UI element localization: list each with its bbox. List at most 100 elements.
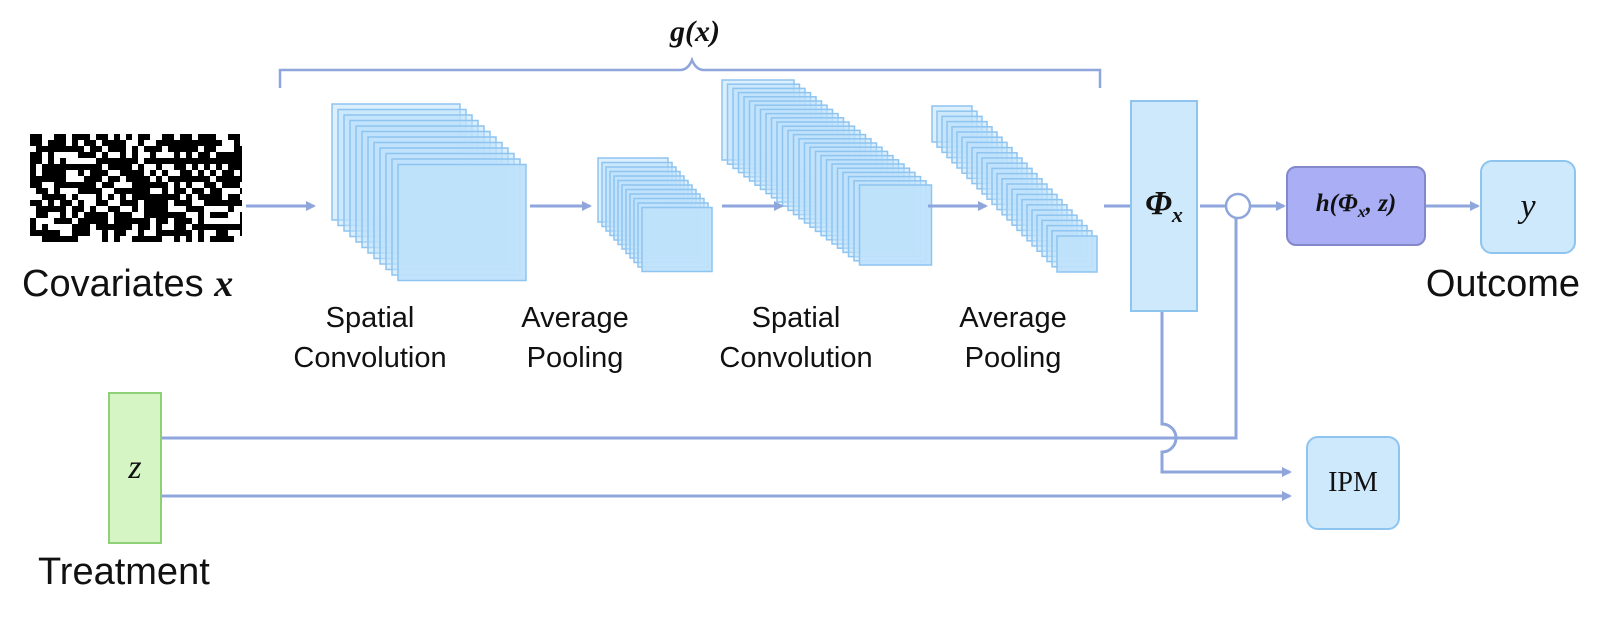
covariates-pixel: [192, 170, 198, 176]
covariates-pixel: [54, 224, 60, 230]
covariates-pixel: [228, 218, 234, 224]
covariates-pixel: [240, 134, 246, 140]
covariates-pixel: [30, 194, 36, 200]
covariates-pixel: [90, 194, 96, 200]
covariates-pixel: [144, 164, 150, 170]
covariates-pixel: [36, 236, 42, 242]
covariates-pixel: [84, 170, 90, 176]
covariates-pixel: [192, 236, 198, 242]
h-text: h(Φ: [1315, 190, 1358, 217]
outcome-y-box: y: [1480, 160, 1576, 254]
covariates-pixel: [84, 206, 90, 212]
covariates-pixel: [108, 200, 114, 206]
covariates-pixel: [78, 140, 84, 146]
covariates-pixel: [120, 134, 126, 140]
covariates-pixel: [66, 188, 72, 194]
edge-z-to-merge: [162, 218, 1238, 440]
covariates-pixel: [42, 158, 48, 164]
covariates-pixel: [192, 152, 198, 158]
covariates-pixel: [240, 236, 246, 242]
covariates-pixel: [180, 206, 186, 212]
covariates-pixel: [180, 152, 186, 158]
covariates-pixel: [192, 200, 198, 206]
covariates-pixel: [126, 182, 132, 188]
covariates-pixel: [132, 224, 138, 230]
covariates-pixel: [132, 140, 138, 146]
covariates-pixel: [186, 212, 192, 218]
covariates-pixel: [144, 152, 150, 158]
covariates-pixel: [48, 224, 54, 230]
covariates-pixel: [48, 218, 54, 224]
covariates-pixel: [222, 164, 228, 170]
covariates-pixel: [42, 140, 48, 146]
covariates-pixel: [120, 206, 126, 212]
covariates-pixel: [150, 218, 156, 224]
covariates-pixel: [114, 194, 120, 200]
covariates-pixel: [210, 164, 216, 170]
covariates-pixel: [240, 206, 246, 212]
covariates-pixel: [180, 236, 186, 242]
covariates-pixel: [102, 164, 108, 170]
covariates-pixel: [234, 170, 240, 176]
covariates-pixel: [168, 236, 174, 242]
covariates-pixel: [108, 170, 114, 176]
covariates-pixel: [234, 230, 240, 236]
covariates-pixel: [66, 152, 72, 158]
covariates-pixel: [186, 188, 192, 194]
covariates-pixel: [42, 200, 48, 206]
covariates-pixel: [84, 146, 90, 152]
covariates-pixel: [222, 134, 228, 140]
covariates-pixel: [204, 206, 210, 212]
covariates-pixel: [66, 140, 72, 146]
covariates-pixel: [198, 182, 204, 188]
stage-label-pool-2: Average Pooling: [948, 298, 1078, 378]
covariates-pixel: [198, 200, 204, 206]
stage-label-line2: Convolution: [719, 342, 873, 374]
covariates-word: Covariates: [22, 263, 204, 305]
covariates-pixel: [222, 188, 228, 194]
covariates-pixel: [108, 134, 114, 140]
covariates-pixel: [162, 176, 168, 182]
covariates-pixel: [72, 200, 78, 206]
covariates-pixel: [228, 146, 234, 152]
covariates-pixel: [138, 146, 144, 152]
covariates-pixel: [126, 152, 132, 158]
covariates-pixel: [240, 194, 246, 200]
covariates-pixel: [162, 146, 168, 152]
covariates-pixel: [60, 152, 66, 158]
covariates-pixel: [210, 152, 216, 158]
y-symbol: y: [1520, 188, 1536, 225]
covariates-pixel: [210, 230, 216, 236]
stage-label-line1: Spatial: [751, 302, 841, 334]
covariates-pixel: [66, 206, 72, 212]
covariates-pixel: [36, 194, 42, 200]
covariates-pixel: [132, 134, 138, 140]
covariates-pixel: [72, 176, 78, 182]
covariates-pixel: [234, 218, 240, 224]
covariates-pixel: [168, 200, 174, 206]
covariates-pixel: [234, 212, 240, 218]
covariates-pixel: [216, 182, 222, 188]
covariates-pixel: [78, 176, 84, 182]
covariates-pixel: [36, 170, 42, 176]
covariates-pixel: [198, 164, 204, 170]
covariates-pixel: [162, 164, 168, 170]
covariates-pixel: [30, 146, 36, 152]
covariates-pixel: [222, 206, 228, 212]
covariates-pixel: [42, 182, 48, 188]
covariates-pixel: [126, 140, 132, 146]
covariates-pixel: [102, 206, 108, 212]
covariates-pixel: [126, 236, 132, 242]
covariates-pixel: [216, 206, 222, 212]
pool-stack-1: [597, 157, 713, 273]
covariates-pixel: [78, 212, 84, 218]
feature-map-layer: [397, 163, 527, 282]
conv-stack-1: [331, 103, 527, 282]
covariates-pixel: [54, 212, 60, 218]
covariates-pixel: [66, 230, 72, 236]
covariates-pixel: [126, 194, 132, 200]
covariates-pixel: [138, 152, 144, 158]
covariates-pixel: [30, 212, 36, 218]
covariates-pixel: [234, 236, 240, 242]
